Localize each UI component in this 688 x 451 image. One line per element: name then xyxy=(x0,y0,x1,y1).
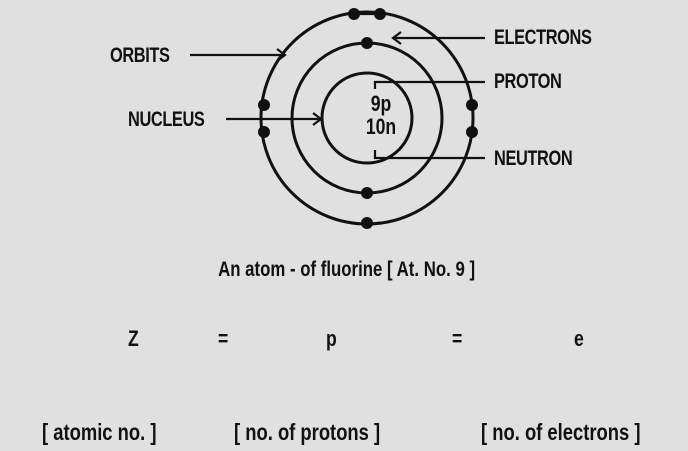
definition-atomic-no: [ atomic no. ] xyxy=(42,419,157,445)
electron xyxy=(361,217,373,229)
proton-pointer-line xyxy=(373,80,485,89)
electron xyxy=(348,8,360,20)
nucleus-composition: 9p 10n xyxy=(357,92,405,138)
equation-p: p xyxy=(326,326,337,351)
electrons-arrowhead-icon xyxy=(391,31,402,45)
equation-equals-1: = xyxy=(218,326,229,351)
orbits-arrowhead-icon xyxy=(276,48,287,62)
nucleus-label: NUCLEUS xyxy=(128,108,205,131)
proton-count: 9p xyxy=(370,91,392,116)
electron xyxy=(361,187,373,199)
electrons xyxy=(258,8,478,229)
equation-z: Z xyxy=(128,326,139,351)
nucleus-circle xyxy=(320,71,414,165)
electron xyxy=(466,126,478,138)
electron xyxy=(466,99,478,111)
neutron-label: NEUTRON xyxy=(494,147,573,170)
electrons-label: ELECTRONS xyxy=(494,26,592,49)
equation-e: e xyxy=(574,326,584,351)
nucleus-arrowhead-icon xyxy=(312,112,323,126)
neutron-pointer-line xyxy=(373,150,485,160)
electron xyxy=(258,99,270,111)
electron xyxy=(258,126,270,138)
orbits-label: ORBITS xyxy=(110,44,170,67)
equation-equals-2: = xyxy=(452,326,463,351)
electron xyxy=(374,8,386,20)
proton-label: PROTON xyxy=(494,70,562,93)
diagram-caption: An atom - of fluorine [ At. No. 9 ] xyxy=(218,258,476,281)
electron xyxy=(361,37,373,49)
definition-protons: [ no. of protons ] xyxy=(234,419,381,445)
definition-electrons: [ no. of electrons ] xyxy=(481,419,641,445)
neutron-count: 10n xyxy=(365,114,397,139)
